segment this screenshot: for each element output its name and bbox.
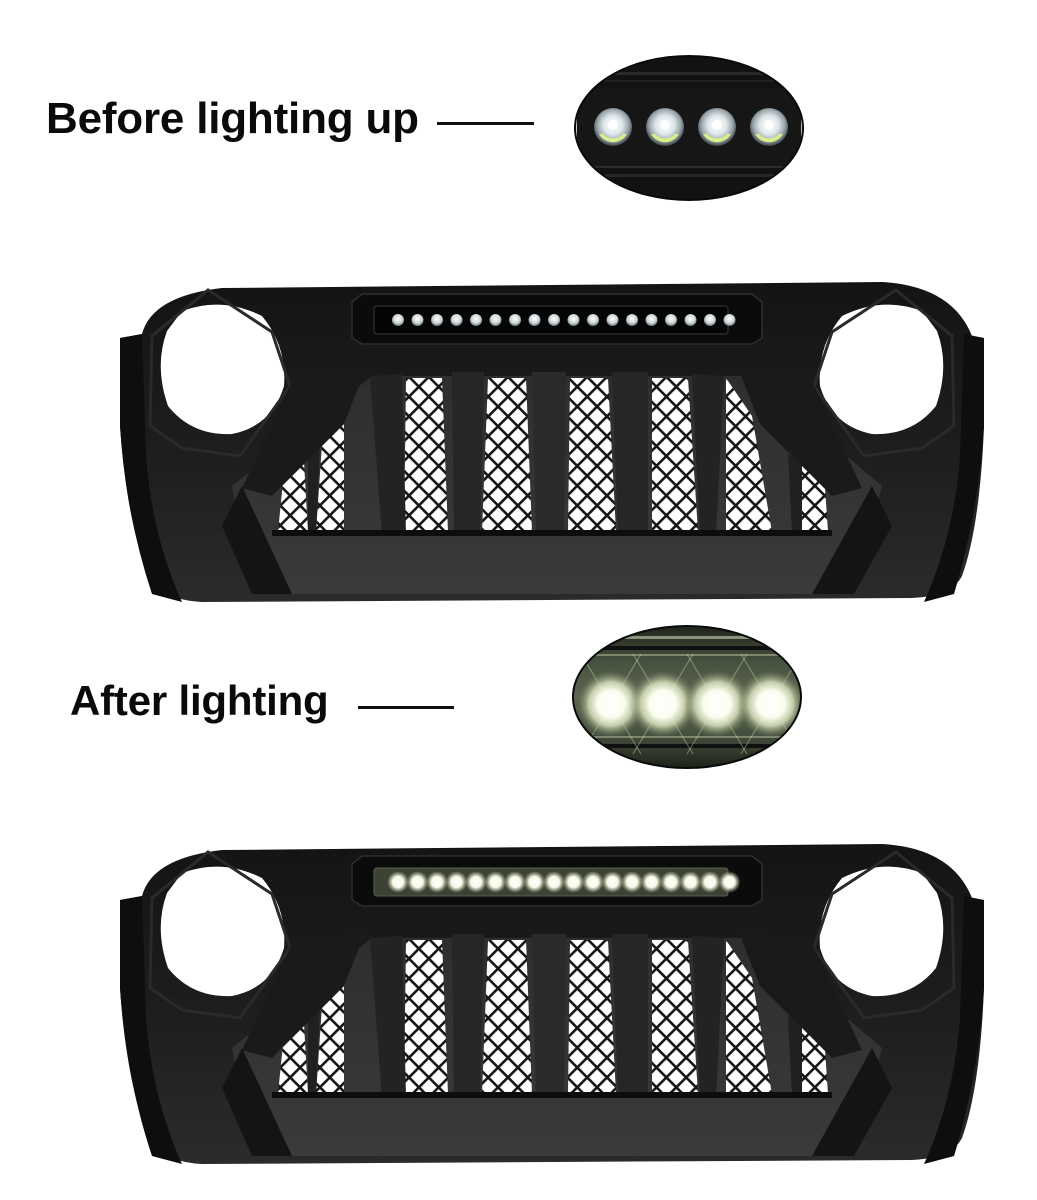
grille-after-lighting [112,838,992,1170]
after-led-closeup-inset [571,624,803,770]
honeycomb-mesh-icon [278,940,828,1094]
grille-before-lighting [112,276,992,608]
jeep-grille-icon [120,844,984,1164]
jeep-grille-icon [120,282,984,602]
led-on-closeup-icon [572,625,802,769]
led-off-closeup-icon [574,55,804,201]
after-lighting-caption: After lighting [70,677,329,724]
led-light-bar-icon [392,314,736,326]
led-light-bar-icon [387,871,741,893]
before-led-closeup-inset [573,54,805,202]
honeycomb-mesh-icon [278,378,828,532]
before-leader-line [437,122,534,125]
before-lighting-caption: Before lighting up [46,94,419,143]
after-leader-line [358,706,454,709]
